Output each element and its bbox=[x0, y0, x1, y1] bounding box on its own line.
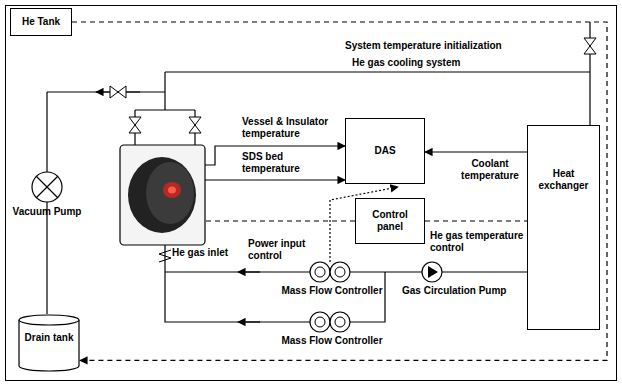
tank-box: He Tank bbox=[10, 8, 72, 36]
vacuum-pipe bbox=[47, 91, 165, 92]
part-name: Vacuum Pump bbox=[11, 206, 83, 218]
pump-symbol bbox=[422, 262, 442, 282]
node-text: Heat exchanger bbox=[531, 168, 596, 192]
connector-line bbox=[425, 151, 527, 152]
control-box: Control panel bbox=[355, 198, 425, 244]
signal-label: SDS bed temperature bbox=[242, 151, 332, 175]
signal-label: Vessel & Insulator temperature bbox=[242, 116, 342, 140]
part-name: Mass Flow Controller bbox=[270, 285, 394, 297]
mfc-symbol bbox=[330, 312, 350, 332]
valve-symbol bbox=[129, 117, 141, 133]
exchanger-box: Heat exchanger bbox=[527, 125, 600, 330]
connector-line bbox=[72, 22, 607, 360]
vessel-illustration bbox=[163, 182, 181, 198]
pump-symbol bbox=[428, 266, 438, 278]
control-line bbox=[205, 220, 355, 221]
line-label: He gas cooling system bbox=[352, 57, 502, 69]
signal-line bbox=[205, 179, 345, 180]
mfc-symbol bbox=[315, 267, 325, 277]
vessel-pipe bbox=[135, 72, 195, 145]
valve-symbol bbox=[584, 38, 596, 54]
node-text: Control panel bbox=[359, 209, 421, 233]
vacuum-pipe bbox=[46, 92, 47, 314]
monitor-box: DAS bbox=[345, 118, 425, 184]
signal-label: Power input control bbox=[248, 238, 326, 262]
node-text: Drain tank bbox=[21, 332, 77, 344]
cooling-pipe bbox=[165, 22, 590, 125]
vessel-illustration bbox=[168, 187, 176, 194]
outer-frame bbox=[6, 6, 617, 381]
node-text: He Tank bbox=[14, 16, 68, 28]
vacuum-pump-symbol bbox=[32, 172, 62, 202]
gas-pipe bbox=[165, 245, 527, 322]
mfc-symbol bbox=[330, 262, 350, 282]
mfc-symbol bbox=[310, 312, 330, 332]
mfc-symbol bbox=[335, 317, 345, 327]
mfc-symbol bbox=[310, 262, 330, 282]
valve-symbol bbox=[110, 86, 126, 98]
vessel-box bbox=[120, 145, 205, 245]
node-text: DAS bbox=[349, 145, 421, 157]
part-name: He gas inlet bbox=[172, 247, 242, 259]
vessel-illustration bbox=[128, 157, 196, 233]
drain-tank: Drain tank bbox=[18, 314, 80, 372]
valve-symbol bbox=[189, 117, 201, 133]
part-name: Mass Flow Controller bbox=[270, 335, 394, 347]
flow-arrow bbox=[238, 271, 260, 272]
signal-label: He gas temperature control bbox=[430, 230, 526, 254]
connector-line bbox=[425, 220, 527, 221]
line-label: System temperature initialization bbox=[345, 40, 545, 52]
vessel-illustration bbox=[146, 162, 194, 224]
flow-arrow bbox=[238, 321, 260, 322]
mfc-symbol bbox=[315, 317, 325, 327]
check-valve-symbol bbox=[159, 250, 171, 262]
edge-label: Coolant temperature bbox=[456, 158, 524, 182]
vacuum-pump-symbol bbox=[36, 176, 58, 198]
mfc-symbol bbox=[335, 267, 345, 277]
part-name: Gas Circulation Pump bbox=[402, 285, 520, 297]
